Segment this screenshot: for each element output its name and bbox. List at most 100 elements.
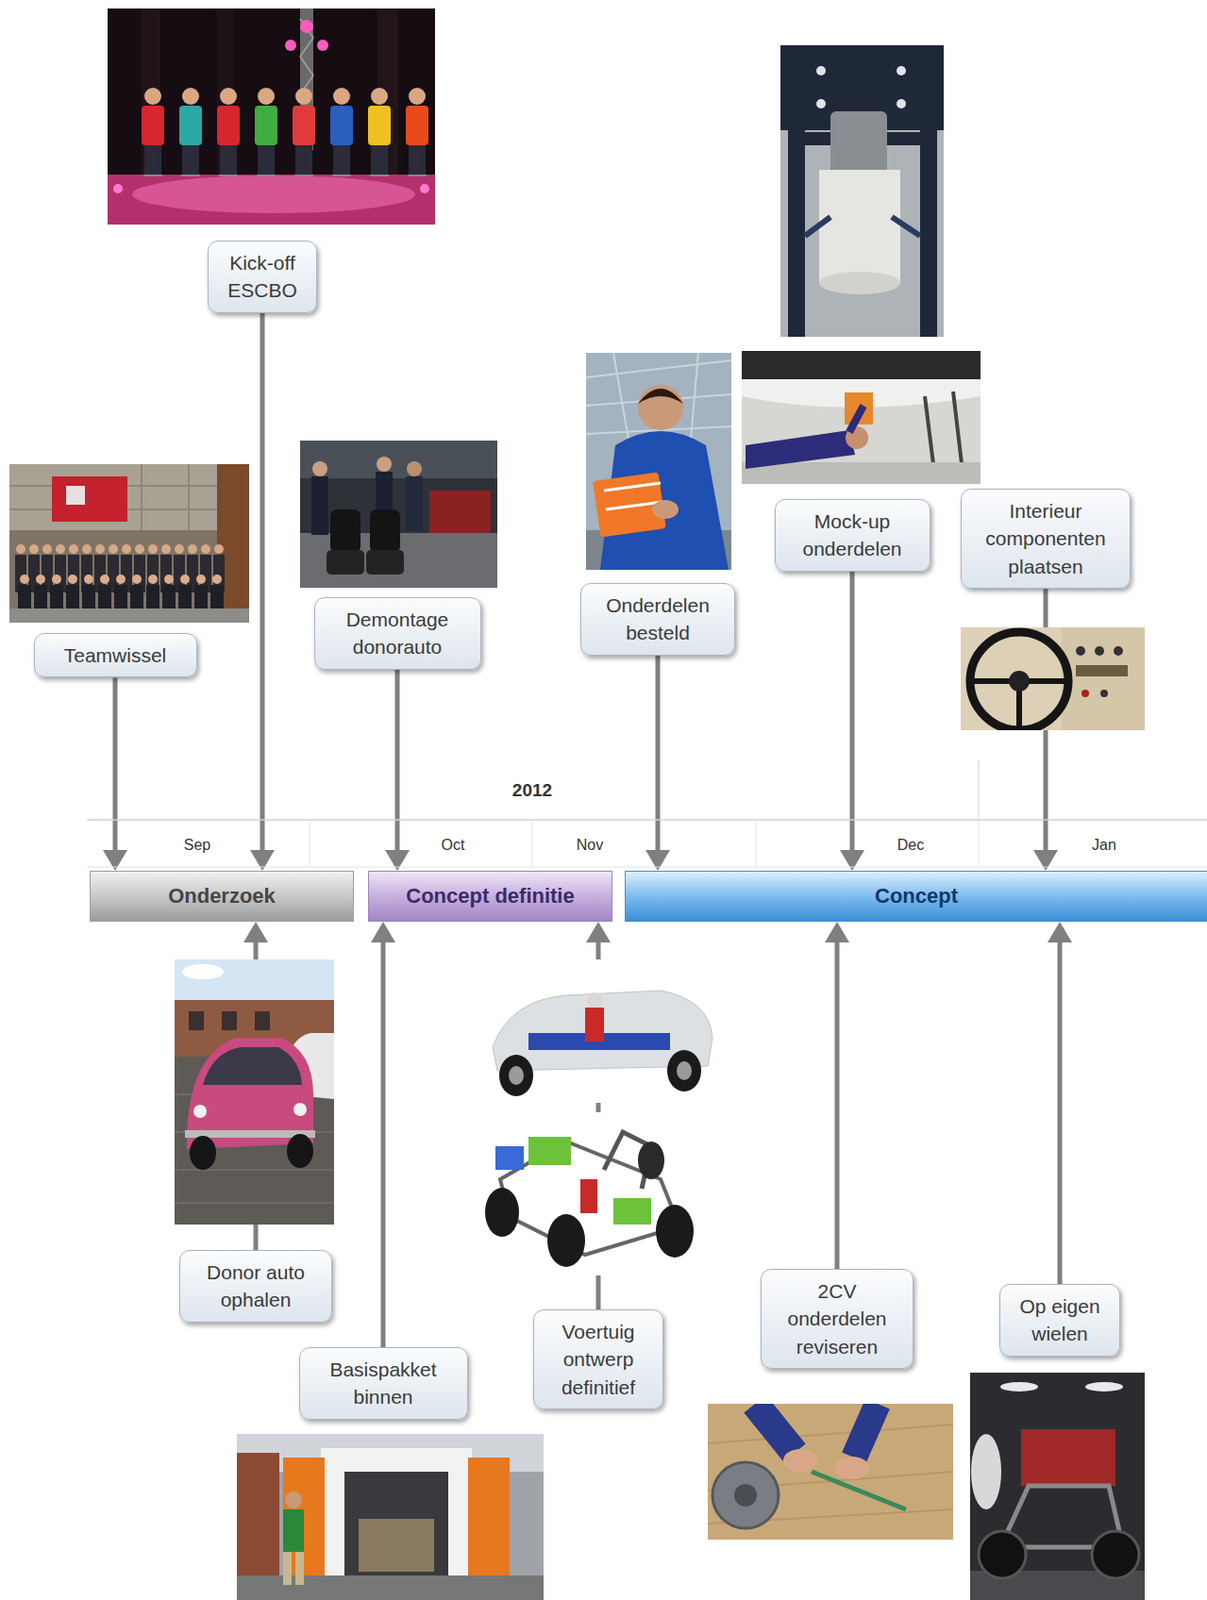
person-head	[219, 87, 237, 105]
chassis-photo-part	[780, 45, 944, 337]
person-head	[201, 544, 211, 554]
parts-ordered-photo-part	[637, 385, 684, 431]
revision-photo-part	[712, 1462, 779, 1529]
mockup-photo-part	[741, 351, 981, 485]
design-render-top-part	[499, 1055, 534, 1097]
parts-ordered-photo-part	[586, 352, 732, 570]
person-body	[50, 585, 64, 609]
delivery-van-photo-part	[283, 1552, 292, 1586]
person-body	[146, 585, 160, 609]
chassis-photo	[780, 45, 944, 337]
kickoff-photo-part	[284, 39, 297, 51]
timeline-arrow	[381, 938, 386, 1348]
person-head	[333, 87, 351, 105]
phase-bar: Concept	[624, 871, 1207, 923]
person-head	[295, 87, 313, 105]
person-head	[180, 574, 190, 585]
teamwissel-photo	[9, 464, 250, 623]
phase-label: Onderzoek	[167, 884, 276, 909]
person-head	[55, 544, 66, 554]
stool	[256, 174, 276, 177]
demontage-photo-part	[406, 461, 422, 477]
milestone-text: 2CV onderdelen reviseren	[771, 1277, 904, 1361]
delivery-van-photo	[236, 1434, 544, 1600]
kickoff-photo-part	[132, 175, 416, 214]
month-label: Nov	[576, 837, 604, 855]
timeline-arrow	[260, 313, 266, 855]
person-head	[108, 544, 118, 554]
revision-photo-part	[854, 1404, 878, 1459]
person-head	[68, 544, 79, 554]
person-body	[98, 585, 112, 609]
person-legs	[144, 141, 162, 176]
milestone-box: Demontage donorauto	[314, 597, 482, 671]
milestone-text: Demontage donorauto	[324, 605, 471, 662]
teamwissel-photo-part	[51, 476, 128, 522]
revision-photo-part	[835, 1457, 870, 1480]
timeline-header-part	[86, 867, 1207, 869]
person-body	[194, 585, 208, 609]
person-legs	[295, 141, 313, 176]
donor-car-photo-part	[189, 1136, 217, 1171]
mockup-photo-part	[745, 430, 855, 470]
timeline-header-part	[978, 821, 980, 867]
person-head	[148, 574, 158, 585]
person-body	[178, 585, 192, 609]
teamwissel-photo-part	[9, 464, 250, 623]
milestone-box: Op eigen wielen	[999, 1284, 1121, 1358]
person-body	[130, 585, 144, 609]
person-head	[16, 544, 26, 554]
donor-car-photo-part	[286, 1134, 314, 1169]
person-head	[212, 574, 222, 585]
donor-car-photo-part	[193, 1105, 207, 1119]
person-legs	[333, 141, 351, 176]
person-head	[35, 574, 46, 585]
person-head	[144, 87, 162, 105]
demontage-photo-part	[376, 456, 392, 472]
person-head	[132, 574, 142, 585]
milestone-box: Donor auto ophalen	[179, 1250, 333, 1324]
person-head	[257, 87, 275, 105]
teamwissel-photo-part	[66, 486, 85, 505]
delivery-van-photo-part	[468, 1458, 510, 1576]
chassis-photo-part	[787, 45, 805, 337]
mockup-photo-part	[741, 351, 981, 380]
revision-photo-part	[734, 1484, 757, 1508]
chassis-photo-part	[819, 169, 901, 284]
person-legs	[408, 141, 426, 176]
person-legs	[257, 141, 275, 176]
donor-car-photo-part	[293, 1103, 307, 1117]
person-shirt	[330, 105, 353, 146]
donor-car-photo-part	[221, 1011, 237, 1031]
design-render-top-part	[585, 1007, 604, 1042]
stool	[332, 174, 352, 177]
steering-wheel-photo-part	[1075, 646, 1086, 656]
parts-ordered-photo-part	[637, 388, 684, 404]
donor-car-photo-part	[182, 964, 224, 980]
person-shirt	[141, 105, 165, 146]
teamwissel-photo-part	[9, 464, 250, 531]
milestone-box: 2CV onderdelen reviseren	[760, 1269, 914, 1370]
design-render-bottom-part	[480, 1112, 715, 1276]
phase-bar: Concept definitie	[368, 871, 613, 923]
person-shirt	[254, 105, 278, 146]
donor-car-photo	[174, 959, 335, 1225]
milestone-box: Basispakket binnen	[299, 1347, 469, 1421]
delivery-van-photo-part	[236, 1575, 544, 1600]
person-body	[17, 585, 32, 609]
design-render-top	[480, 959, 719, 1104]
steering-wheel-photo-part	[1100, 689, 1108, 698]
delivery-van-photo-part	[236, 1434, 544, 1600]
steering-wheel-photo-part	[1061, 627, 1145, 731]
design-render-top-part	[667, 1050, 702, 1092]
chassis-photo-part	[819, 271, 901, 295]
milestone-text: Donor auto ophalen	[189, 1258, 322, 1315]
phase-label: Concept	[874, 884, 958, 909]
stool	[218, 174, 238, 177]
delivery-van-photo-part	[284, 1491, 302, 1509]
stool	[181, 174, 201, 177]
parts-ordered-photo	[586, 352, 732, 570]
design-render-top-part	[586, 992, 603, 1008]
own-wheels-photo-part	[1000, 1382, 1039, 1392]
